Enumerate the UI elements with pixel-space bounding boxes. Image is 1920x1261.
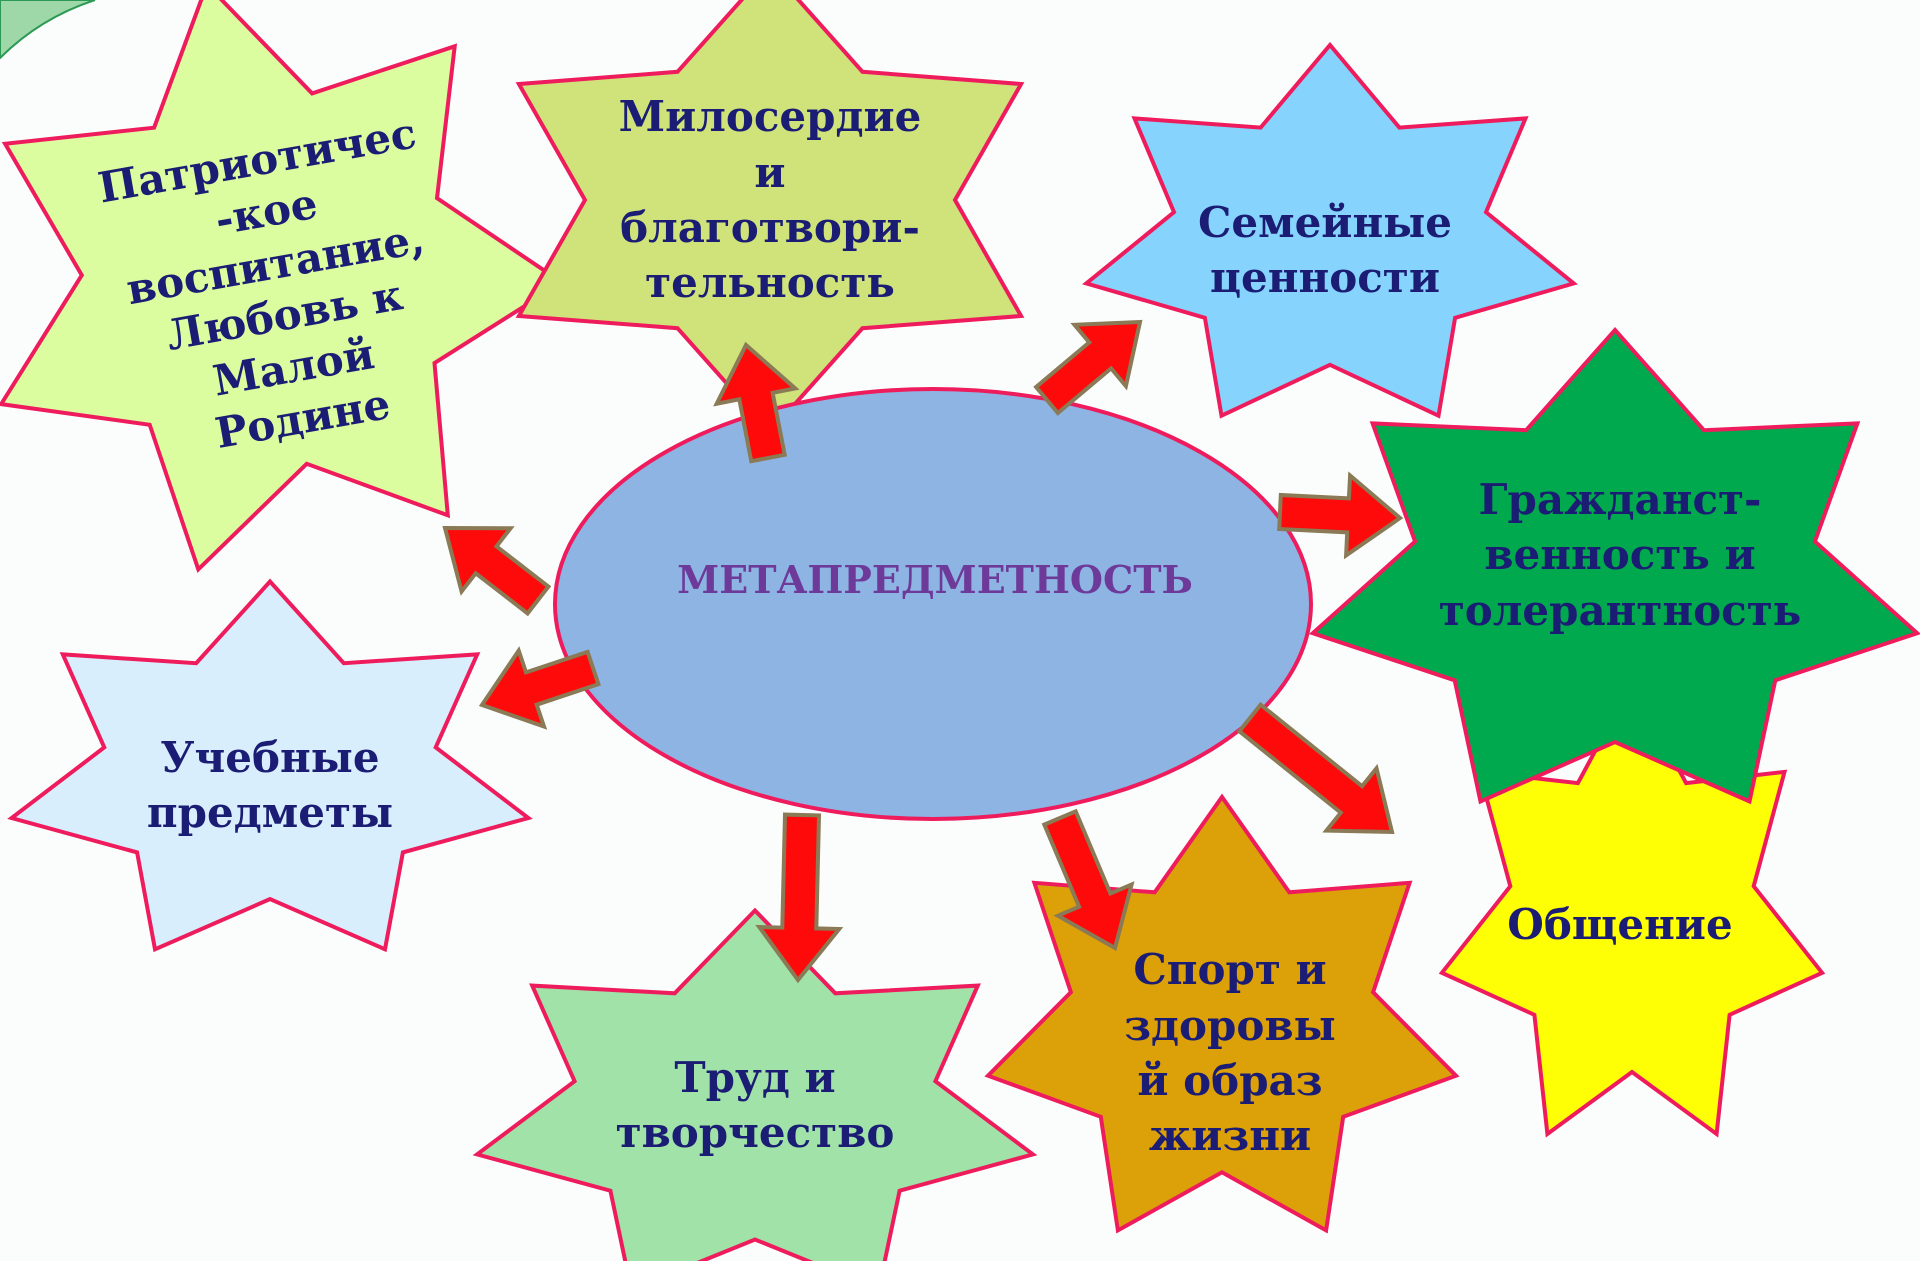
star-subjects xyxy=(7,578,533,953)
center-label: МЕТАПРЕДМЕТНОСТЬ xyxy=(677,556,1193,602)
star-communication xyxy=(1438,678,1826,1138)
node-label-patriot: Патриотичес -кое воспитание, Любовь к Ма… xyxy=(94,107,428,458)
node-label-subjects: Учебные предметы xyxy=(146,732,394,837)
arrow-to-patriot xyxy=(442,525,552,617)
arrow-to-subjects xyxy=(478,646,601,730)
arrow-to-civic xyxy=(1277,471,1404,560)
arrow-to-charity xyxy=(713,341,800,464)
node-label-communication: Общение xyxy=(1507,900,1733,950)
corner-swoosh-decoration xyxy=(0,0,96,60)
star-patriot xyxy=(0,0,566,574)
arrow-to-family xyxy=(1033,319,1143,416)
node-label-family: Семейные ценности xyxy=(1197,197,1453,302)
star-labor xyxy=(472,907,1038,1261)
node-label-charity: Милосердие и благотвори- тельность xyxy=(618,92,922,308)
center-ellipse xyxy=(553,387,1313,821)
arrow-to-labor xyxy=(755,812,844,984)
node-label-sport: Спорт и здоровы й образ жизни xyxy=(1124,945,1336,1161)
star-civic xyxy=(1308,326,1920,805)
node-label-labor: Труд и творчество xyxy=(615,1052,895,1157)
arrow-to-sport xyxy=(1041,808,1135,952)
node-label-civic: Гражданст- венность и толерантность xyxy=(1438,474,1802,635)
arrow-to-communication xyxy=(1236,701,1395,835)
star-family xyxy=(1082,41,1578,419)
